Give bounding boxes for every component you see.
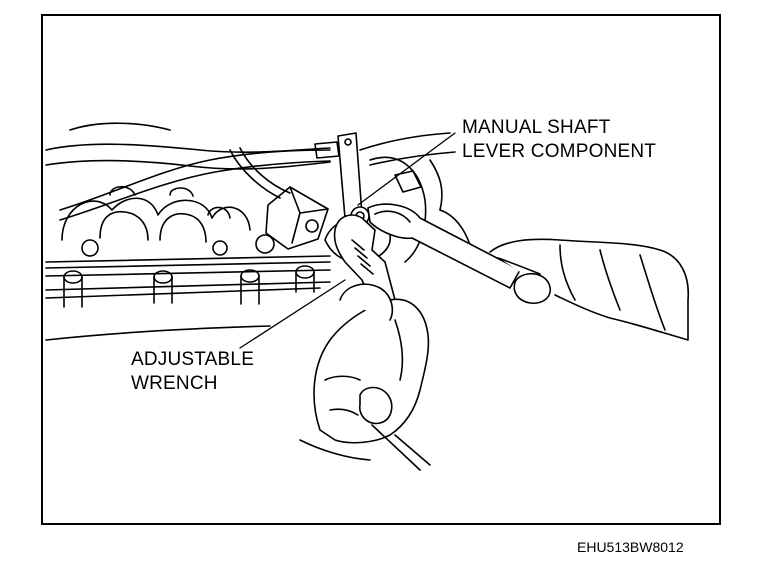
engine-manifold <box>61 185 275 257</box>
callout-adjustable-wrench: ADJUSTABLE WRENCH <box>131 348 254 396</box>
diagram-frame <box>41 14 721 525</box>
combination-wrench <box>367 203 521 289</box>
engine-pipes <box>45 122 456 221</box>
leader-adjustable-wrench <box>239 279 346 349</box>
transmission-illustration <box>45 122 690 471</box>
callout-line: ADJUSTABLE <box>131 349 255 370</box>
side-housing <box>369 156 471 263</box>
leader-lines <box>239 132 456 349</box>
transmission-case <box>45 255 331 341</box>
figure-id: EHU513BW8012 <box>577 539 684 555</box>
right-hand <box>489 238 690 341</box>
actuator-body <box>265 186 329 250</box>
bolt-row <box>63 265 315 308</box>
leader-manual-shaft <box>357 132 456 206</box>
callout-manual-shaft-lever: MANUAL SHAFT LEVER COMPONENT <box>462 116 656 164</box>
adjustable-wrench <box>333 214 396 311</box>
left-hand <box>299 283 431 471</box>
callout-line: MANUAL SHAFT <box>462 117 611 138</box>
callout-line: LEVER COMPONENT <box>462 141 657 162</box>
callout-line: WRENCH <box>131 373 218 394</box>
